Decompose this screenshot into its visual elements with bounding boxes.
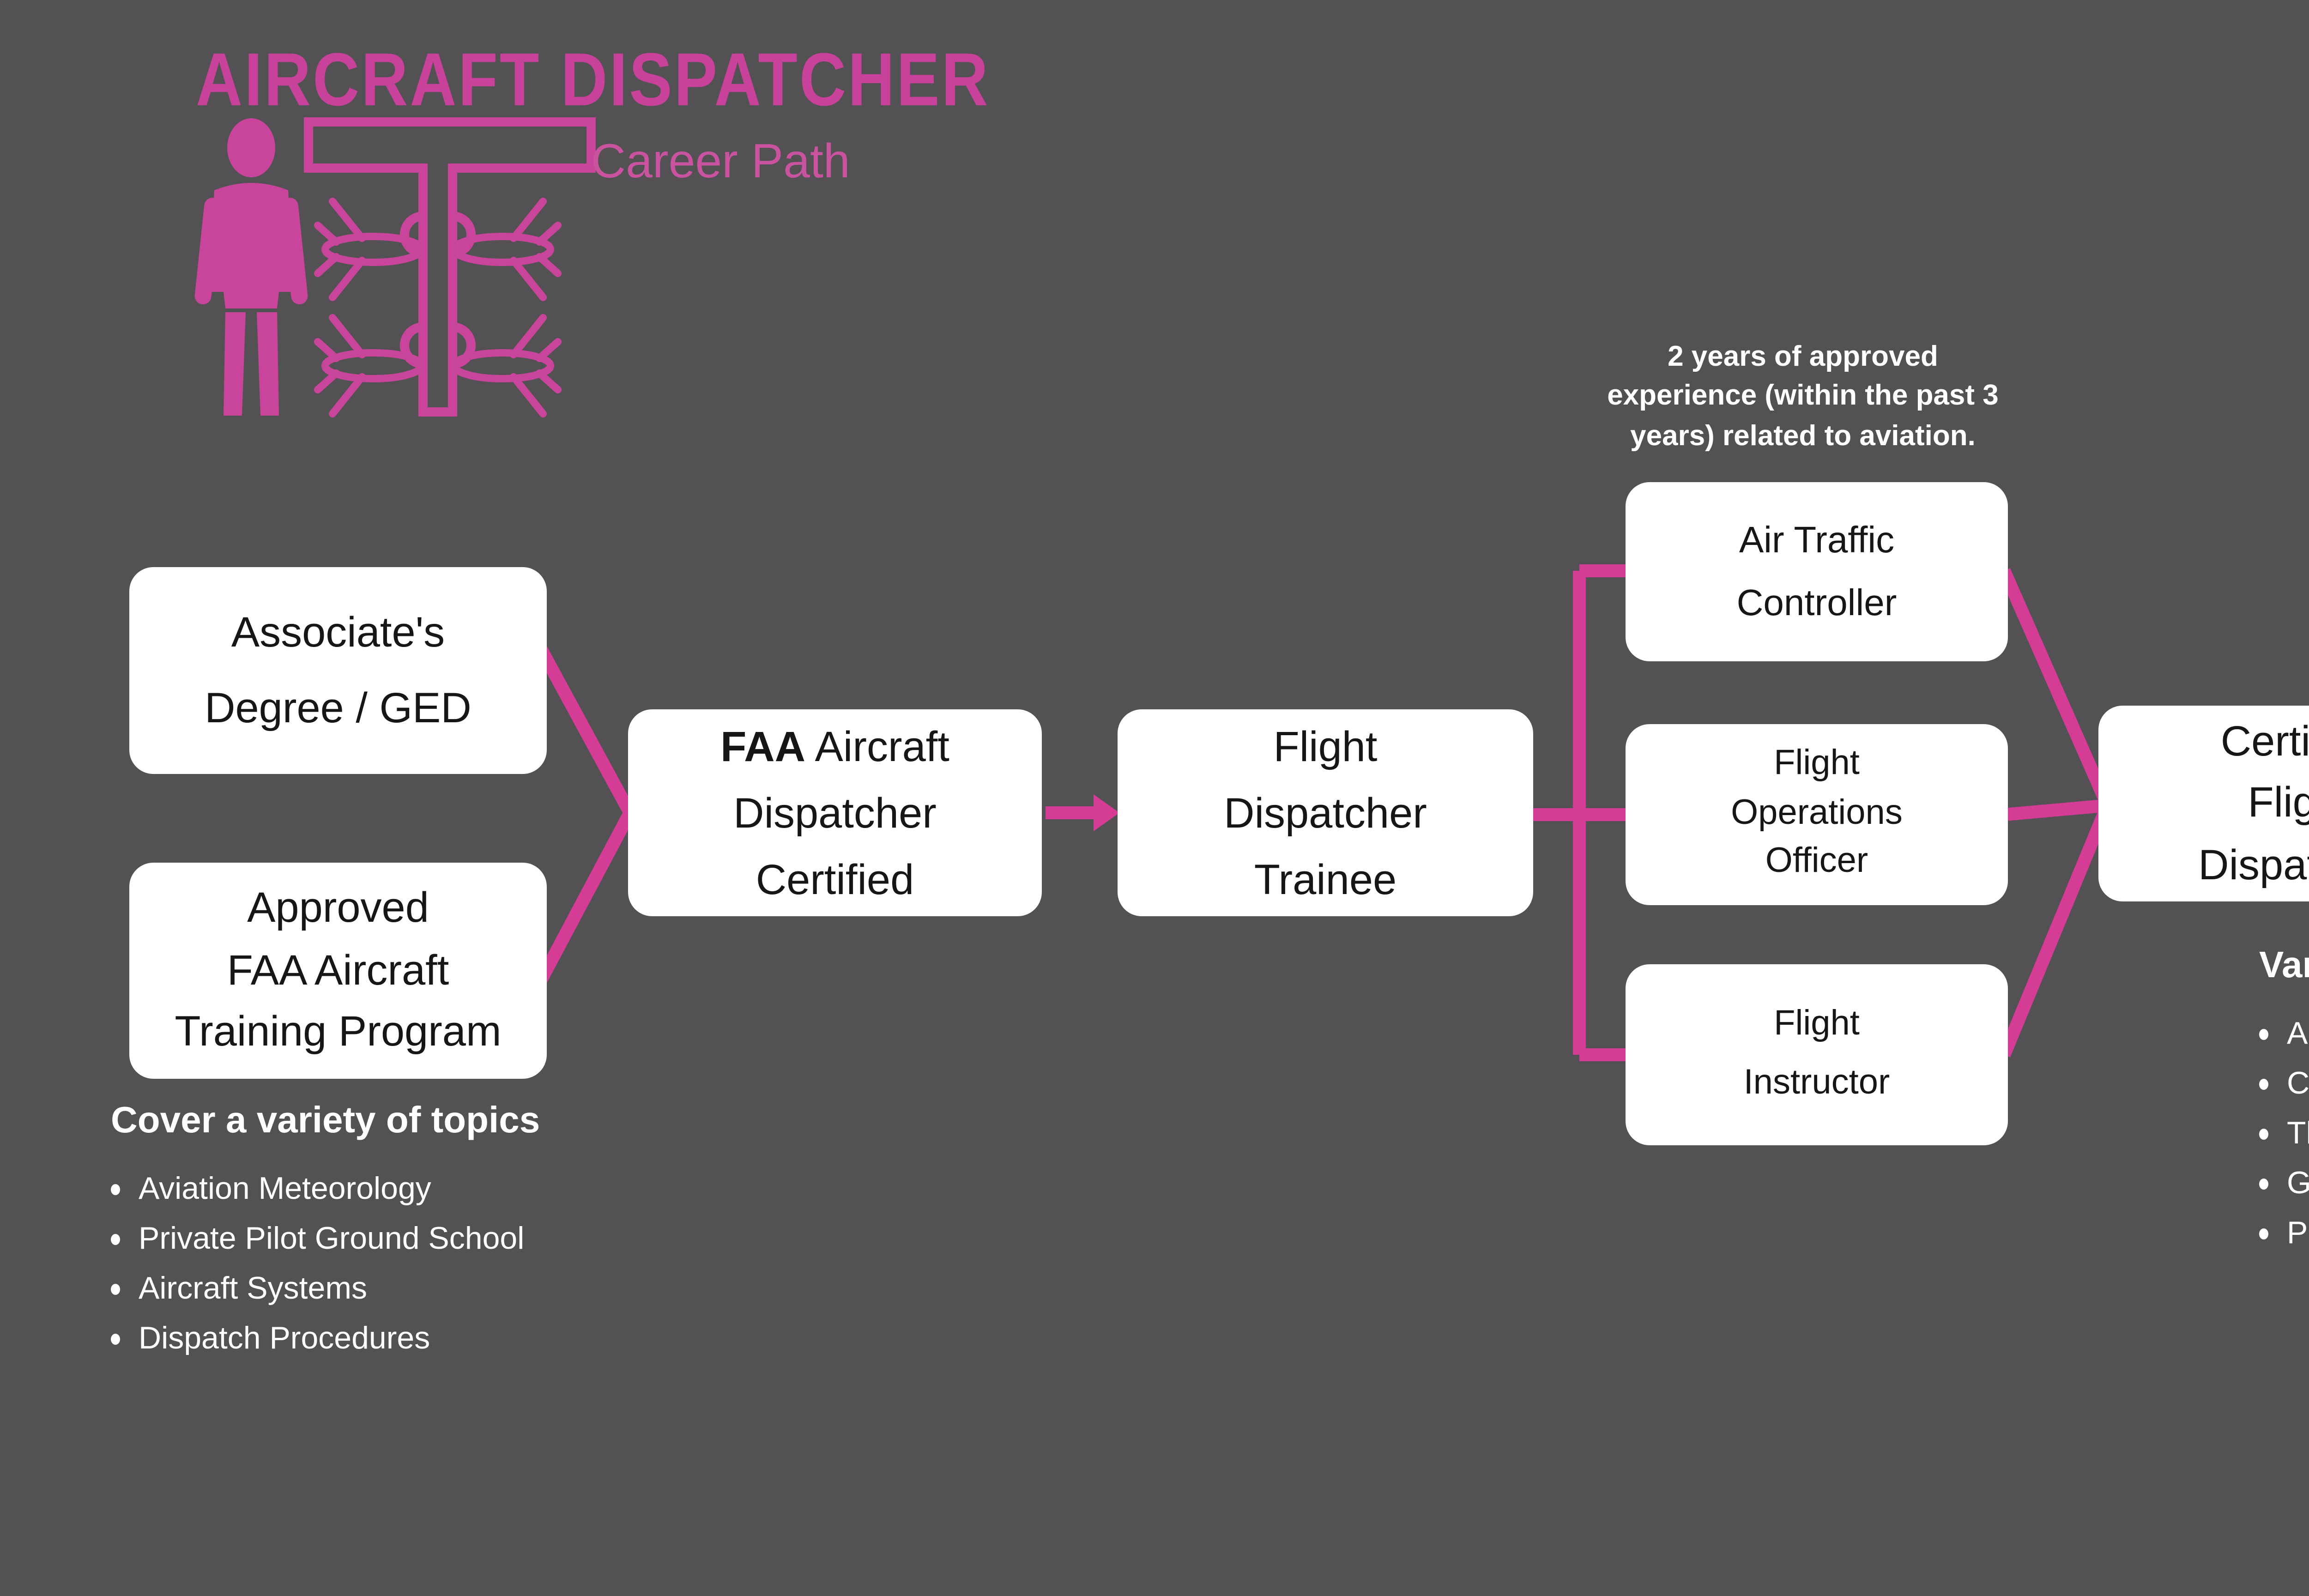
connector-fi-to-certified (1998, 806, 2112, 1058)
flow-box-label: Flight (1774, 744, 1860, 783)
flow-box-label-rest: Aircraft (805, 721, 949, 769)
flow-box-label: Officer (1765, 843, 1868, 882)
flow-box-label: Certified (2220, 716, 2309, 765)
areas-list: Variety of areas can work at: Airlines C… (2259, 946, 2309, 1258)
list-item: Corporate Aviation (2259, 1058, 2309, 1108)
bullet-icon (2259, 1128, 2268, 1139)
flow-box-label: Flight (2248, 778, 2309, 827)
list-item: Private Pilot Ground School (111, 1214, 540, 1264)
terminal-outline-icon (304, 117, 596, 417)
experience-note-line: 2 years of approved (1668, 342, 1938, 373)
flow-box-label: Approved (247, 883, 429, 932)
flow-box-faa-dispatcher-certified: FAA Aircraft Dispatcher Certified (628, 709, 1042, 916)
page-subtitle: Career Path (591, 133, 850, 188)
bullet-icon (111, 1283, 120, 1294)
flow-box-label: Certified (756, 855, 914, 904)
list-item-label: Private Pilot Ground School (139, 1221, 525, 1256)
list-item-label: The Military (2287, 1116, 2309, 1151)
flow-box-label: Flight (1774, 1004, 1860, 1043)
list-item: The Military (2259, 1108, 2309, 1158)
flow-box-label: Trainee (1254, 855, 1397, 904)
flow-box-flight-instructor: Flight Instructor (1626, 964, 2008, 1145)
list-item: Aviation Meteorology (111, 1164, 540, 1214)
flow-box-label: Flight (1273, 721, 1378, 769)
flow-box-flight-operations-officer: Flight Operations Officer (1626, 724, 2008, 905)
flow-box-label: Operations (1731, 793, 1903, 833)
areas-list-title: Variety of areas can work at: (2259, 946, 2309, 986)
page-title: AIRCRAFT DISPATCHER (196, 39, 990, 122)
list-item: Aircraft Systems (111, 1264, 540, 1313)
flow-box-label: FAA Aircraft (720, 712, 949, 779)
bullet-icon (2259, 1078, 2268, 1089)
flow-box-associates-degree: Associate's Degree / GED (129, 567, 547, 774)
flow-box-label: Dispatcher (2198, 840, 2309, 888)
bullet-icon (2259, 1028, 2268, 1039)
connector-atc-to-certified (1998, 568, 2112, 804)
connector-foo-to-certified (2003, 799, 2109, 821)
flow-box-label: FAA Aircraft (227, 945, 449, 994)
bullet-icon (111, 1333, 120, 1344)
list-item: Private Companies (2259, 1208, 2309, 1258)
flow-box-certified-flight-dispatcher: Certified Flight Dispatcher (2098, 706, 2309, 901)
connector-associates-to-faa (530, 636, 636, 816)
experience-note: 2 years of approved experience (within t… (1544, 338, 2061, 457)
experience-note-line: experience (within the past 3 (1607, 381, 1999, 413)
connector-approved-to-faa (530, 810, 636, 993)
flow-box-label: Degree / GED (205, 683, 471, 732)
list-item-label: Airlines (2287, 1016, 2309, 1051)
topics-list: Cover a variety of topics Aviation Meteo… (111, 1101, 540, 1363)
faa-bold-text: FAA (720, 721, 806, 769)
list-item-label: Government Agencies (2287, 1166, 2309, 1201)
person-silhouette-icon (194, 118, 308, 416)
experience-note-line: years) related to aviation. (1630, 421, 1976, 452)
flow-box-label: Air Traffic (1739, 520, 1895, 561)
flow-box-label: Associate's (231, 607, 445, 655)
list-item-label: Aircraft Systems (139, 1271, 367, 1306)
bullet-icon (111, 1233, 120, 1244)
flow-box-label: Dispatcher (1224, 788, 1427, 837)
list-item: Airlines (2259, 1009, 2309, 1058)
list-item-label: Private Companies (2287, 1215, 2309, 1251)
topics-items: Aviation Meteorology Private Pilot Groun… (111, 1164, 540, 1363)
dispatcher-person-terminal-icon (194, 117, 596, 434)
flow-box-label: Dispatcher (733, 788, 937, 837)
flow-box-label: Instructor (1743, 1064, 1890, 1103)
flow-box-flight-dispatcher-trainee: Flight Dispatcher Trainee (1118, 709, 1533, 916)
topics-list-title: Cover a variety of topics (111, 1101, 540, 1142)
list-item-label: Aviation Meteorology (139, 1171, 431, 1206)
list-item-label: Dispatch Procedures (139, 1321, 430, 1356)
bullet-icon (2259, 1227, 2268, 1239)
flow-box-air-traffic-controller: Air Traffic Controller (1626, 482, 2008, 661)
flow-box-approved-training-program: Approved FAA Aircraft Training Program (129, 863, 547, 1079)
bullet-icon (2259, 1178, 2268, 1189)
list-item: Government Agencies (2259, 1158, 2309, 1208)
bullet-icon (111, 1183, 120, 1194)
list-item: Dispatch Procedures (111, 1313, 540, 1363)
arrowhead-right-icon (1094, 794, 1119, 831)
flow-box-label: Training Program (175, 1007, 502, 1055)
flow-box-label: Controller (1736, 583, 1897, 623)
areas-items: Airlines Corporate Aviation The Military… (2259, 1009, 2309, 1258)
list-item-label: Corporate Aviation (2287, 1066, 2309, 1101)
